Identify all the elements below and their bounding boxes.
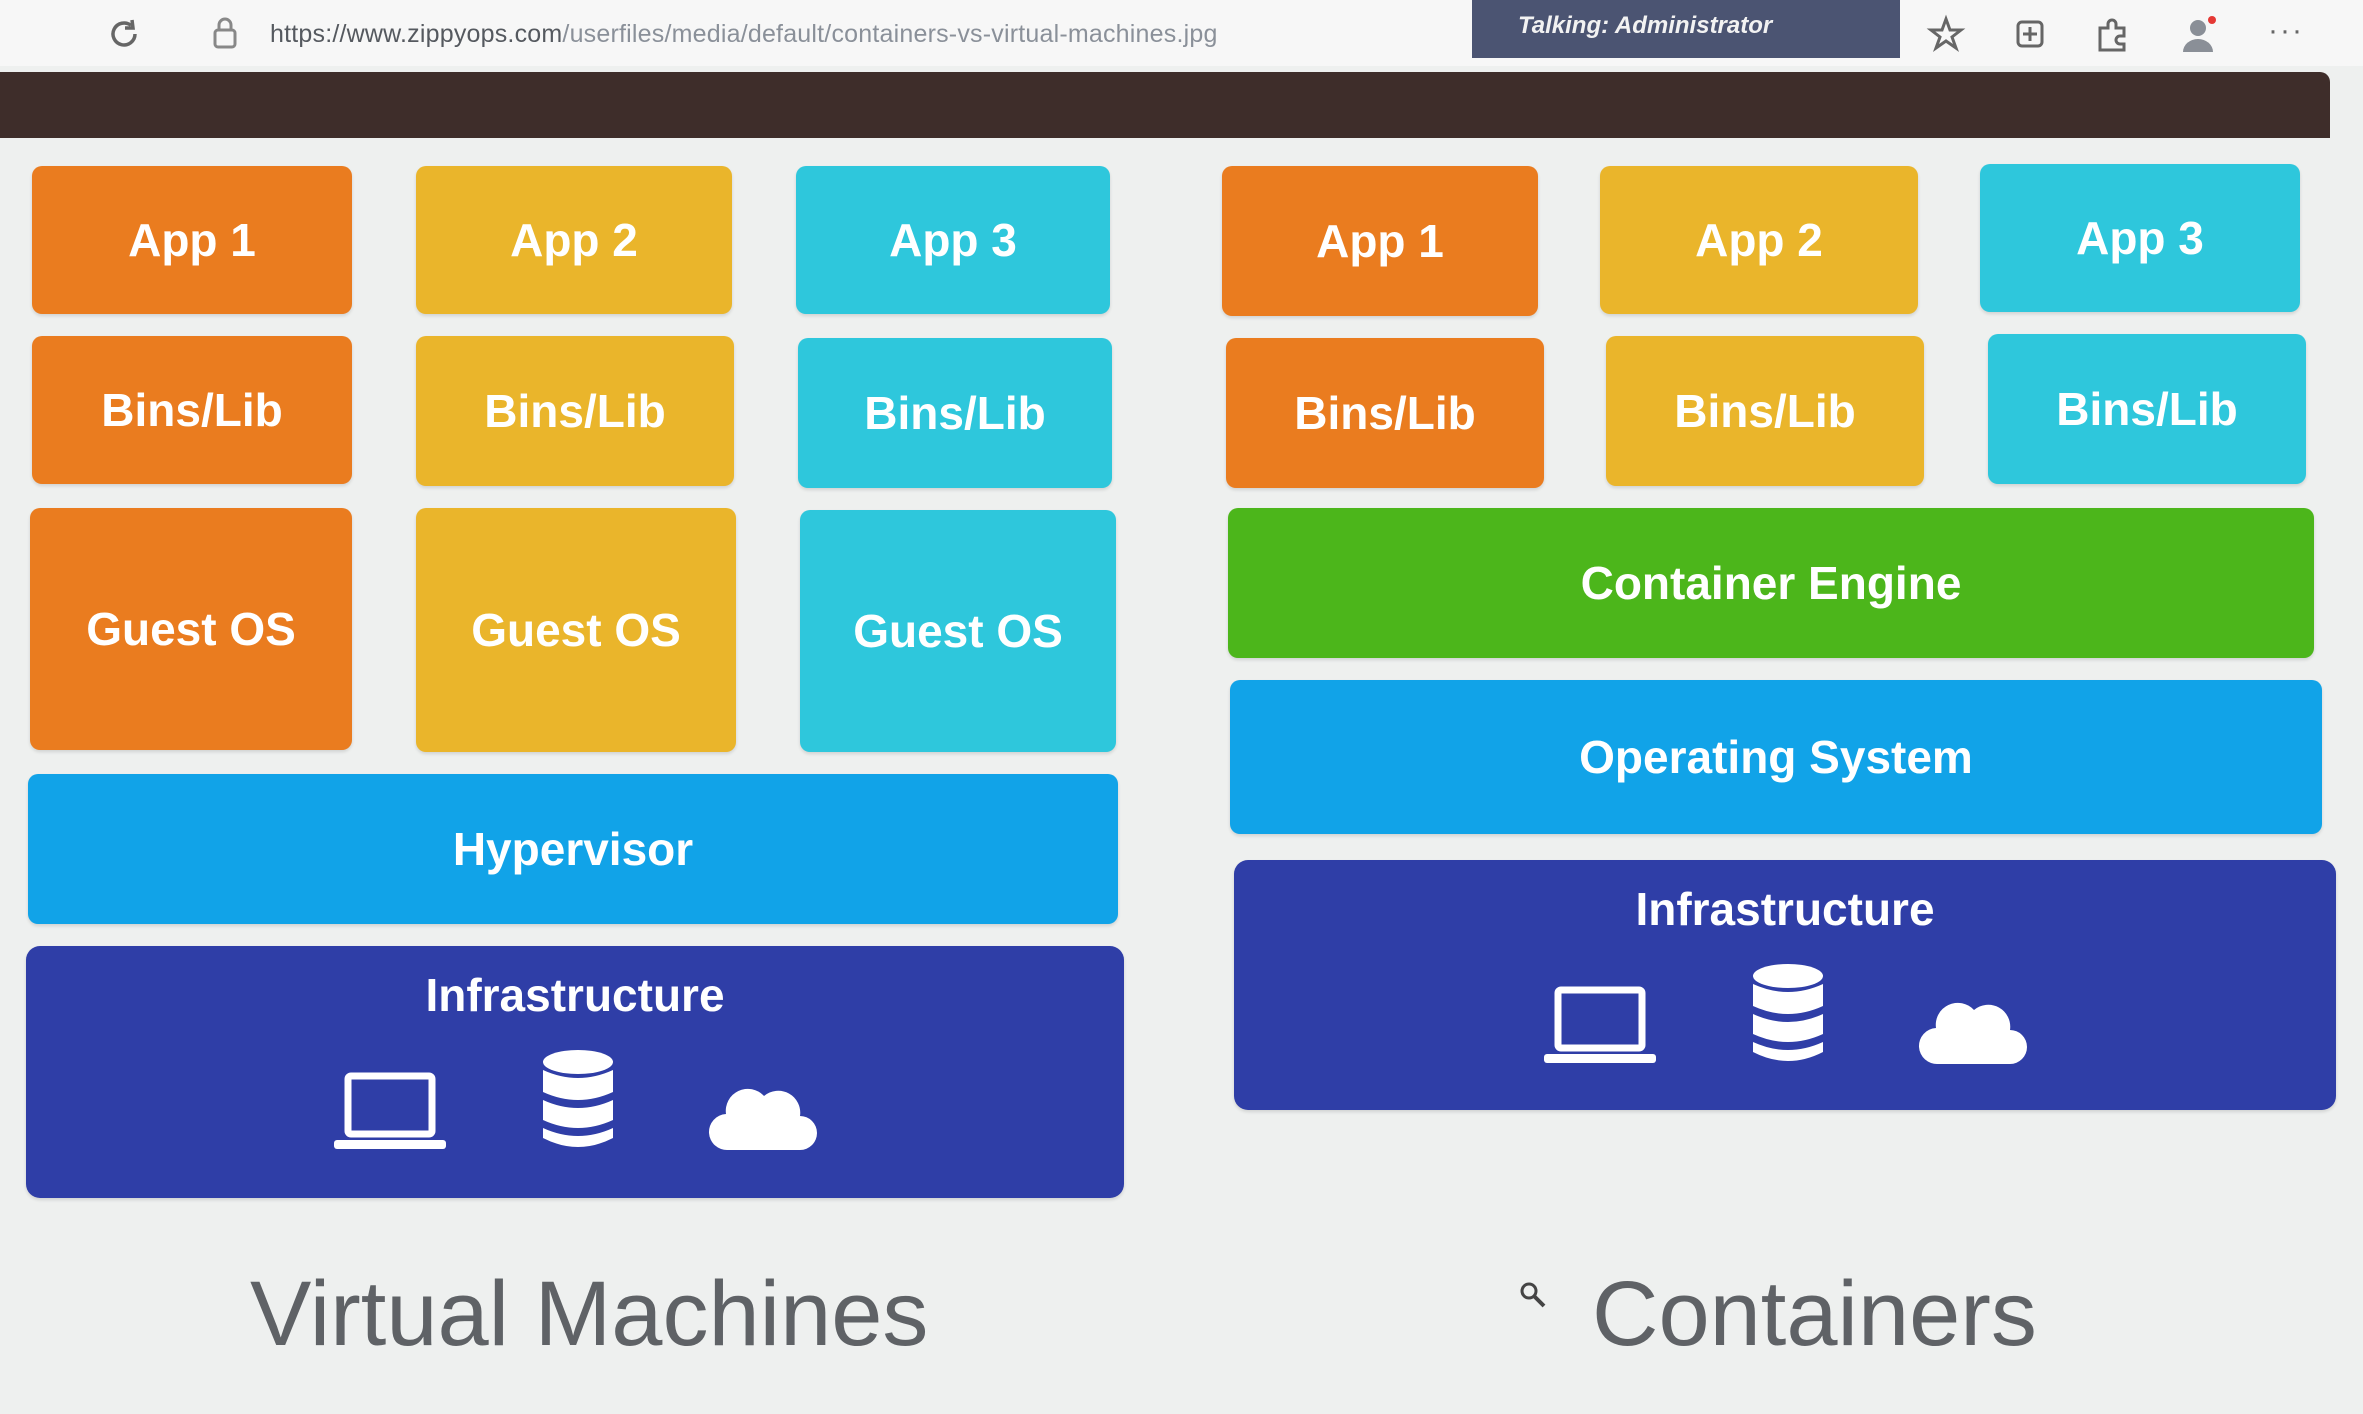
container-app-3: App 3: [1980, 164, 2300, 312]
database-icon: [1753, 964, 1823, 1061]
database-icon: [543, 1050, 613, 1147]
header-band: [0, 72, 2330, 138]
url-path: /userfiles/media/default/containers-vs-v…: [562, 20, 1218, 48]
vm-bins-2: Bins/Lib: [416, 336, 734, 486]
vm-bins-1: Bins/Lib: [32, 336, 352, 484]
container-bins-2: Bins/Lib: [1606, 336, 1924, 486]
laptop-icon: [1544, 986, 1656, 1063]
url-host: https://www.zippyops.com: [270, 20, 563, 48]
browser-toolbar: https://www.zippyops.com/userfiles/media…: [0, 0, 2363, 66]
collections-icon[interactable]: [2010, 14, 2050, 54]
operating-system: Operating System: [1230, 680, 2322, 834]
vm-infrastructure-label: Infrastructure: [425, 969, 725, 1021]
cloud-icon: [708, 1088, 817, 1151]
container-infrastructure: Infrastructure: [1234, 860, 2336, 1110]
laptop-icon: [334, 1072, 446, 1149]
lock-icon: [213, 17, 237, 49]
container-engine: Container Engine: [1228, 508, 2314, 658]
talking-indicator: Talking: Administrator: [1472, 0, 1900, 58]
vm-guest-os-2: Guest OS: [416, 508, 736, 752]
vm-app-1: App 1: [32, 166, 352, 314]
vm-caption: Virtual Machines: [250, 1263, 929, 1365]
profile-icon[interactable]: [2178, 14, 2218, 54]
more-icon[interactable]: ···: [2268, 14, 2304, 47]
container-app-1: App 1: [1222, 166, 1538, 316]
container-app-2: App 2: [1600, 166, 1918, 314]
vm-guest-os-1: Guest OS: [30, 508, 352, 750]
container-bins-1: Bins/Lib: [1226, 338, 1544, 488]
cloud-icon: [1918, 1002, 2027, 1065]
containers-caption: Containers: [1592, 1263, 2037, 1365]
extensions-icon[interactable]: [2092, 14, 2132, 54]
reload-icon[interactable]: [104, 14, 144, 54]
vm-bins-3: Bins/Lib: [798, 338, 1112, 488]
container-infrastructure-label: Infrastructure: [1635, 883, 1935, 935]
star-icon[interactable]: [1926, 14, 1966, 54]
vm-infrastructure: Infrastructure: [26, 946, 1124, 1198]
cursor-icon: [1520, 1282, 1546, 1308]
address-bar[interactable]: https://www.zippyops.com/userfiles/media…: [270, 20, 1218, 49]
vm-hypervisor: Hypervisor: [28, 774, 1118, 924]
vm-app-3: App 3: [796, 166, 1110, 314]
container-bins-3: Bins/Lib: [1988, 334, 2306, 484]
vm-app-2: App 2: [416, 166, 732, 314]
vm-guest-os-3: Guest OS: [800, 510, 1116, 752]
